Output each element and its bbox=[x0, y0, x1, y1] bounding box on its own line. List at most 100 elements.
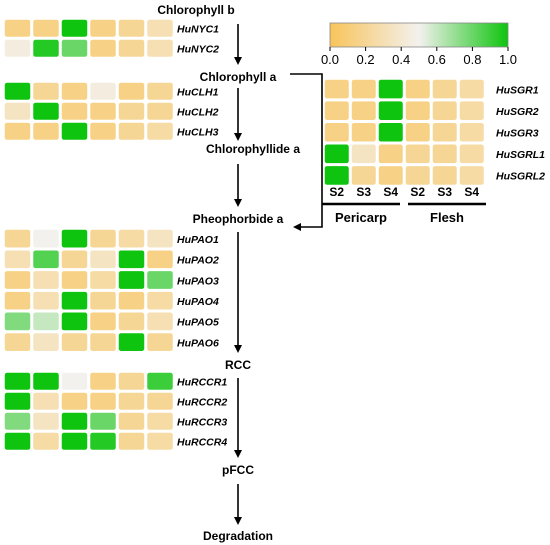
heatmap-cell-pao-r3-c1 bbox=[3, 269, 32, 291]
heatmap-cell-pao-r4-c6 bbox=[145, 290, 175, 312]
gene-label-husgr1: HuSGR1 bbox=[496, 84, 539, 96]
heatmap-cell-sgr-r2-c1 bbox=[323, 99, 351, 122]
heatmap-cell-nyc-r2-c3 bbox=[60, 38, 89, 59]
heatmap-cell-clh-r3-c5 bbox=[117, 121, 146, 142]
heatmap-cell-nyc-r2-c4 bbox=[88, 38, 118, 59]
gene-label-hurccr2: HuRCCR2 bbox=[177, 397, 227, 409]
heatmap-cell-clh-r3-c6 bbox=[145, 121, 175, 142]
heatmap-cell-pao-r5-c3 bbox=[60, 311, 89, 332]
heatmap-cell-pao-r5-c6 bbox=[145, 311, 175, 332]
heatmap-cell-sgr-r5-c6 bbox=[458, 164, 486, 187]
heatmap-cell-pao-r3-c6 bbox=[145, 269, 175, 291]
heatmap-cell-pao-r2-c2 bbox=[31, 248, 61, 270]
heatmap-cell-pao-r6-c1 bbox=[3, 331, 32, 353]
gene-label-hupao4: HuPAO4 bbox=[177, 296, 219, 308]
colorbar-tick-label-5: 1.0 bbox=[499, 52, 517, 67]
heatmap-cell-sgr-r5-c4 bbox=[404, 164, 432, 187]
stage-degradation: Degradation bbox=[203, 529, 273, 543]
colorbar-tick-label-2: 0.4 bbox=[392, 52, 410, 67]
group-flesh: Flesh bbox=[430, 210, 464, 225]
heatmap-cell-sgr-r5-c5 bbox=[431, 164, 459, 187]
heatmap-cell-clh-r2-c3 bbox=[60, 101, 89, 122]
heatmap-cell-pao-r6-c4 bbox=[88, 331, 118, 353]
stage-chlorophyll-a: Chlorophyll a bbox=[200, 70, 277, 84]
sgr-column-label-5: S3 bbox=[437, 185, 452, 199]
heatmap-cell-nyc-r1-c3 bbox=[60, 18, 89, 39]
stage-pheophorbide-a: Pheophorbide a bbox=[193, 212, 284, 226]
heatmap-cell-rccr-r4-c4 bbox=[88, 431, 118, 452]
heatmap-cell-sgr-r2-c3 bbox=[377, 99, 405, 122]
gene-label-hupao6: HuPAO6 bbox=[177, 337, 219, 349]
heatmap-cell-rccr-r2-c6 bbox=[145, 391, 175, 412]
heatmap-cell-sgr-r4-c1 bbox=[323, 143, 351, 165]
group-pericarp: Pericarp bbox=[335, 210, 387, 225]
gene-label-hupao1: HuPAO1 bbox=[177, 234, 219, 246]
heatmap-cell-pao-r2-c6 bbox=[145, 248, 175, 270]
gene-label-husgrl2: HuSGRL2 bbox=[496, 171, 545, 183]
heatmap-cell-clh-r1-c3 bbox=[60, 81, 89, 102]
heatmap-cell-sgr-r1-c4 bbox=[404, 78, 432, 100]
heatmap-cell-rccr-r3-c1 bbox=[3, 411, 32, 432]
sgr-column-label-3: S4 bbox=[383, 185, 398, 199]
heatmap-cell-rccr-r1-c5 bbox=[117, 371, 146, 392]
heatmap-cell-pao-r6-c2 bbox=[31, 331, 61, 353]
heatmap-cell-nyc-r1-c5 bbox=[117, 18, 146, 39]
sgr-bracket-arrow bbox=[290, 73, 323, 231]
heatmap-cell-sgr-r4-c5 bbox=[431, 143, 459, 165]
gene-label-huclh3: HuCLH3 bbox=[177, 127, 219, 139]
heatmap-cell-sgr-r1-c1 bbox=[323, 78, 351, 100]
heatmap-cell-rccr-r2-c2 bbox=[31, 391, 61, 412]
colorbar bbox=[329, 22, 509, 48]
stage-pfcc: pFCC bbox=[222, 463, 254, 477]
heatmap-cell-nyc-r1-c1 bbox=[3, 18, 32, 39]
heatmap-cell-pao-r3-c2 bbox=[31, 269, 61, 291]
heatmap-cell-sgr-r3-c6 bbox=[458, 121, 486, 144]
heatmap-cell-rccr-r4-c1 bbox=[3, 431, 32, 452]
gene-label-hunyc1: HuNYC1 bbox=[177, 24, 219, 36]
heatmap-cell-clh-r3-c4 bbox=[88, 121, 118, 142]
heatmap-cell-clh-r3-c2 bbox=[31, 121, 61, 142]
heatmap-cell-pao-r3-c3 bbox=[60, 269, 89, 291]
heatmap-cell-rccr-r3-c6 bbox=[145, 411, 175, 432]
heatmap-cell-clh-r2-c4 bbox=[88, 101, 118, 122]
heatmap-cell-pao-r5-c2 bbox=[31, 311, 61, 332]
heatmap-rccr bbox=[3, 371, 175, 452]
heatmap-cell-pao-r5-c1 bbox=[3, 311, 32, 332]
heatmap-cell-sgr-r4-c3 bbox=[377, 143, 405, 165]
heatmap-cell-sgr-r1-c2 bbox=[350, 78, 378, 100]
heatmap-cell-sgr-r2-c4 bbox=[404, 99, 432, 122]
heatmap-cell-pao-r1-c3 bbox=[60, 228, 89, 249]
sgr-column-label-2: S3 bbox=[356, 185, 371, 199]
colorbar-tick-label-0: 0.0 bbox=[321, 52, 339, 67]
gene-label-hupao2: HuPAO2 bbox=[177, 255, 219, 267]
heatmap-cell-rccr-r2-c4 bbox=[88, 391, 118, 412]
heatmap-cell-sgr-r3-c1 bbox=[323, 121, 351, 144]
heatmap-clh bbox=[3, 81, 175, 142]
heatmap-cell-rccr-r4-c5 bbox=[117, 431, 146, 452]
heatmap-cell-clh-r3-c3 bbox=[60, 121, 89, 142]
heatmap-cell-clh-r1-c4 bbox=[88, 81, 118, 102]
heatmap-cell-pao-r6-c5 bbox=[117, 331, 146, 353]
heatmap-cell-clh-r2-c1 bbox=[3, 101, 32, 122]
heatmap-cell-clh-r1-c1 bbox=[3, 81, 32, 102]
heatmap-cell-sgr-r2-c2 bbox=[350, 99, 378, 122]
heatmap-cell-rccr-r3-c4 bbox=[88, 411, 118, 432]
heatmap-cell-clh-r3-c1 bbox=[3, 121, 32, 142]
gene-label-hupao5: HuPAO5 bbox=[177, 317, 219, 329]
heatmap-cell-nyc-r2-c5 bbox=[117, 38, 146, 59]
heatmap-cell-rccr-r4-c2 bbox=[31, 431, 61, 452]
colorbar-tick-label-1: 0.2 bbox=[357, 52, 375, 67]
heatmap-cell-nyc-r1-c6 bbox=[145, 18, 175, 39]
heatmap-cell-rccr-r3-c3 bbox=[60, 411, 89, 432]
heatmap-cell-pao-r1-c1 bbox=[3, 228, 32, 249]
heatmap-cell-rccr-r2-c3 bbox=[60, 391, 89, 412]
heatmap-sgr bbox=[323, 78, 486, 187]
heatmap-cell-pao-r4-c2 bbox=[31, 290, 61, 312]
heatmap-cell-sgr-r5-c3 bbox=[377, 164, 405, 187]
heatmap-cell-sgr-r4-c6 bbox=[458, 143, 486, 165]
heatmap-cell-pao-r3-c4 bbox=[88, 269, 118, 291]
colorbar-tick-label-3: 0.6 bbox=[428, 52, 446, 67]
heatmap-cell-sgr-r3-c2 bbox=[350, 121, 378, 144]
colorbar-tick-label-4: 0.8 bbox=[463, 52, 481, 67]
